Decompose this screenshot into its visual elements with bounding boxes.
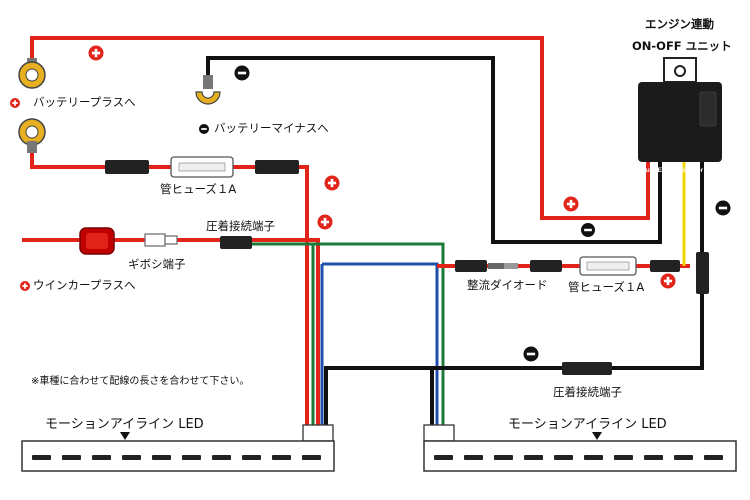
triangle-down-icon — [120, 432, 130, 440]
on-off-unit: Auto Engine Sensor — [638, 57, 722, 174]
unit-title-line1: エンジン連動 — [645, 17, 714, 31]
fuse-top-label: 管ヒューズ１A — [160, 182, 236, 196]
black-wire-battery-minus — [206, 56, 662, 244]
green-wire-left — [250, 242, 315, 425]
crimp-connector-bottom — [562, 362, 612, 375]
led-segment — [464, 455, 483, 460]
green-wire-right — [313, 242, 445, 425]
length-note: ※車種に合わせて配線の長さを合わせて下さい。 — [31, 374, 249, 387]
plus-badge-icon — [317, 214, 333, 230]
led-strip-right — [423, 424, 737, 472]
plus-badge-icon — [563, 196, 579, 212]
minus-badge-icon — [234, 65, 250, 81]
led-strip-left — [21, 424, 335, 472]
black-wire-unit-ground — [324, 160, 704, 425]
led-segment — [212, 455, 231, 460]
ground-connector — [696, 252, 709, 294]
led-right-label: モーションアイライン LED — [508, 417, 667, 432]
plus-badge-icon — [324, 175, 340, 191]
led-segments-left — [32, 455, 321, 460]
winker-label: ウインカープラスへ — [33, 278, 136, 292]
crimp-top-label: 圧着接続端子 — [206, 219, 275, 233]
led-left-label: モーションアイライン LED — [45, 417, 204, 432]
red-wire-battery-plus — [30, 36, 650, 220]
gibosi-label: ギボシ端子 — [128, 257, 186, 271]
battery-plus-label: バッテリープラスへ — [33, 95, 136, 109]
plus-badge-icon — [10, 98, 20, 108]
blue-wire-right — [322, 262, 439, 425]
minus-badge-icon — [199, 124, 209, 134]
battery-minus-label: バッテリーマイナスへ — [214, 121, 329, 135]
led-segment — [554, 455, 573, 460]
led-segment — [92, 455, 111, 460]
plus-badge-icon — [660, 273, 676, 289]
gibosi-terminal — [144, 233, 178, 247]
minus-badge-icon — [523, 346, 539, 362]
led-segment — [674, 455, 693, 460]
led-segment — [272, 455, 291, 460]
led-segment — [704, 455, 723, 460]
led-segment — [584, 455, 603, 460]
led-segment — [182, 455, 201, 460]
fuse-holder-top — [105, 156, 299, 178]
badges — [10, 45, 731, 362]
led-segment — [524, 455, 543, 460]
led-segment — [32, 455, 51, 460]
led-segment — [494, 455, 513, 460]
fork-terminal-icon — [195, 75, 221, 105]
minus-badge-icon — [581, 223, 595, 237]
winker-connector — [79, 227, 115, 255]
led-segment — [644, 455, 663, 460]
red-wire-winker — [22, 238, 320, 425]
plus-badge-icon — [20, 281, 30, 291]
led-segment — [302, 455, 321, 460]
rectifier-diode — [455, 260, 562, 272]
red-wire-fuse-line — [30, 145, 309, 425]
led-segment — [62, 455, 81, 460]
plus-badge-icon — [88, 45, 104, 61]
crimp-connector-top — [220, 236, 252, 249]
crimp-bottom-label: 圧着接続端子 — [553, 385, 622, 399]
led-segments-right — [434, 455, 723, 460]
led-segment — [614, 455, 633, 460]
led-segment — [152, 455, 171, 460]
ring-terminal-icon — [18, 118, 46, 153]
sensor-text: Auto Engine Sensor — [641, 167, 704, 174]
minus-badge-icon — [715, 200, 731, 216]
unit-title-line2: ON-OFF ユニット — [632, 39, 732, 53]
diode-label: 整流ダイオード — [467, 278, 548, 292]
triangle-down-icon — [592, 432, 602, 440]
ring-terminal-icon — [18, 58, 46, 89]
fuse-holder-right — [579, 256, 680, 276]
led-segment — [122, 455, 141, 460]
fuse-right-label: 管ヒューズ１A — [568, 280, 644, 294]
led-segment — [434, 455, 453, 460]
led-segment — [242, 455, 261, 460]
